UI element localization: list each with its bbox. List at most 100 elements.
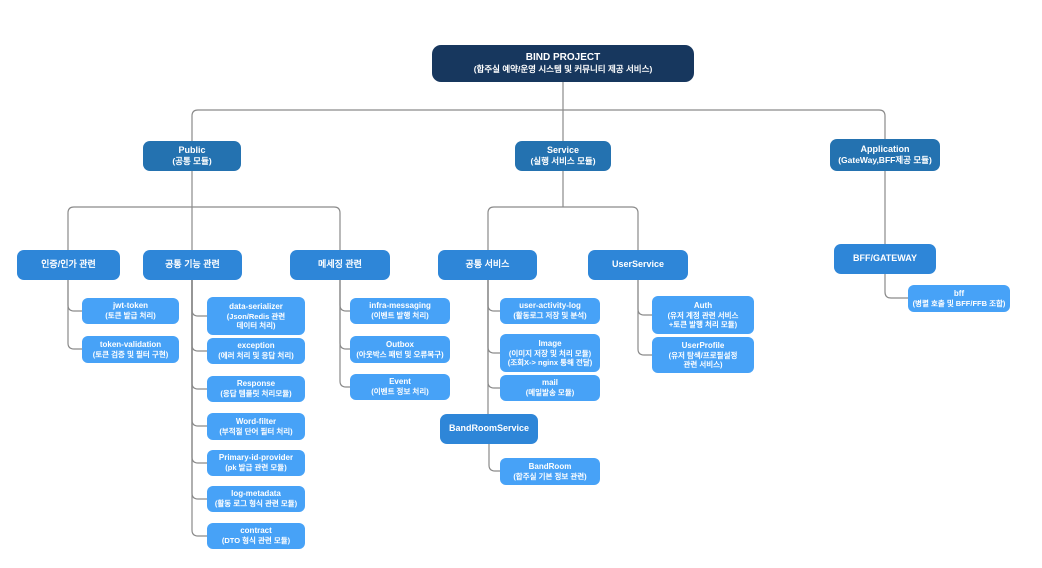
node-subtitle: (메일발송 모듈) bbox=[525, 388, 575, 398]
node-subtitle: (DTO 형식 관련 모듈) bbox=[221, 536, 291, 546]
node-messaging[interactable]: 메세징 관련 bbox=[290, 250, 390, 280]
node-event[interactable]: Event (이벤트 정보 처리) bbox=[350, 374, 450, 400]
edge-cf-primaryid bbox=[191, 280, 207, 464]
node-subtitle: (에러 처리 및 응답 처리) bbox=[218, 351, 294, 361]
edge-service-rail bbox=[487, 206, 639, 250]
node-image[interactable]: Image (이미지 저장 및 처리 모듈) (조회X-> nginx 통해 전… bbox=[500, 334, 600, 372]
edge-brs-bandroom bbox=[488, 444, 500, 472]
node-title: Public bbox=[178, 144, 206, 155]
node-subtitle: (이미지 저장 및 처리 모듈) (조회X-> nginx 통해 전달) bbox=[507, 348, 593, 367]
node-title: exception bbox=[237, 341, 275, 351]
node-band-room[interactable]: BandRoom (합주실 기본 정보 관련) bbox=[500, 458, 600, 485]
edge-cs-mail bbox=[487, 280, 500, 389]
node-outbox[interactable]: Outbox (아웃박스 패턴 및 오류복구) bbox=[350, 336, 450, 363]
node-log-metadata[interactable]: log-metadata (활동 로그 형식 관련 모듈) bbox=[207, 486, 305, 512]
node-subtitle: (병렬 호출 및 BFF/FFB 조합) bbox=[912, 298, 1006, 308]
node-title: infra-messaging bbox=[369, 301, 431, 311]
node-title: Response bbox=[236, 379, 276, 389]
node-title: Application bbox=[860, 143, 910, 154]
node-bind-project[interactable]: BIND PROJECT (합주실 예약/운영 시스템 및 커뮤니티 제공 서비… bbox=[432, 45, 694, 82]
node-subtitle: (이벤트 발행 처리) bbox=[371, 311, 429, 321]
node-primary-id-provider[interactable]: Primary-id-provider (pk 발급 관련 모듈) bbox=[207, 450, 305, 476]
node-auth[interactable]: Auth (유저 계정 관련 서비스 +토큰 발행 처리 모듈) bbox=[652, 296, 754, 334]
node-exception[interactable]: exception (에러 처리 및 응답 처리) bbox=[207, 338, 305, 364]
edge-cf-dataserializer bbox=[191, 280, 207, 317]
node-title: mail bbox=[541, 378, 558, 388]
node-subtitle: (활동로그 저장 및 분석) bbox=[513, 311, 587, 321]
node-title: UserProfile bbox=[681, 340, 725, 350]
node-title: 메세징 관련 bbox=[318, 259, 362, 270]
node-data-serializer[interactable]: data-serializer (Json/Redis 관련 데이터 처리) bbox=[207, 297, 305, 335]
node-subtitle: (유저 탐색/프로필설정 관련 서비스) bbox=[668, 350, 738, 369]
node-title: BandRoomService bbox=[448, 423, 530, 434]
node-mail[interactable]: mail (메일발송 모듈) bbox=[500, 375, 600, 401]
edge-auth-jwt bbox=[67, 280, 82, 312]
edge-us-auth bbox=[637, 280, 652, 316]
node-response[interactable]: Response (응답 템플릿 처리모듈) bbox=[207, 376, 305, 402]
node-title: Event bbox=[389, 377, 411, 387]
node-title: 공통 서비스 bbox=[465, 259, 510, 270]
node-auth-related[interactable]: 인증/인가 관련 bbox=[17, 250, 120, 280]
node-title: 공통 기능 관련 bbox=[165, 259, 220, 270]
node-subtitle: (유저 계정 관련 서비스 +토큰 발행 처리 모듈) bbox=[667, 310, 739, 329]
node-title: contract bbox=[240, 526, 272, 536]
node-subtitle: (응답 템플릿 처리모듈) bbox=[220, 389, 292, 399]
node-title: bff bbox=[953, 288, 965, 298]
edge-root-rail bbox=[191, 109, 886, 141]
edge-cs-image bbox=[487, 280, 500, 354]
node-title: jwt-token bbox=[112, 301, 149, 311]
edge-public-rail bbox=[67, 206, 341, 250]
node-subtitle: (합주실 기본 정보 관련) bbox=[513, 471, 587, 481]
node-subtitle: (공통 모듈) bbox=[172, 156, 212, 167]
node-word-filter[interactable]: Word-filter (부적절 단어 필터 처리) bbox=[207, 413, 305, 440]
node-user-service[interactable]: UserService bbox=[588, 250, 688, 280]
node-title: Outbox bbox=[386, 339, 414, 349]
node-common-func[interactable]: 공통 기능 관련 bbox=[143, 250, 242, 280]
node-bff-gateway[interactable]: BFF/GATEWAY bbox=[834, 244, 936, 274]
node-title: UserService bbox=[611, 259, 665, 270]
edge-msg-event bbox=[339, 280, 350, 388]
node-subtitle: (Json/Redis 관련 데이터 처리) bbox=[226, 311, 286, 330]
node-subtitle: (활동 로그 형식 관련 모듈) bbox=[214, 499, 298, 509]
node-subtitle: (이벤트 정보 처리) bbox=[371, 387, 429, 397]
node-title: user-activity-log bbox=[519, 301, 581, 311]
node-public[interactable]: Public (공통 모듈) bbox=[143, 141, 241, 171]
edge-cf-response bbox=[191, 280, 207, 390]
node-title: token-validation bbox=[99, 339, 162, 349]
node-infra-messaging[interactable]: infra-messaging (이벤트 발행 처리) bbox=[350, 298, 450, 324]
edge-msg-inframessaging bbox=[339, 280, 350, 312]
edge-msg-outbox bbox=[339, 280, 350, 350]
node-subtitle: (아웃박스 패턴 및 오류복구) bbox=[356, 349, 444, 359]
node-title: Service bbox=[546, 144, 580, 155]
node-subtitle: (토큰 검증 및 필터 구현) bbox=[92, 349, 169, 359]
node-title: Primary-id-provider bbox=[218, 453, 294, 463]
edge-cf-wordfilter bbox=[191, 280, 207, 427]
node-title: BandRoom bbox=[528, 461, 572, 471]
node-common-service[interactable]: 공통 서비스 bbox=[438, 250, 537, 280]
node-title: data-serializer bbox=[229, 301, 283, 311]
node-subtitle: (합주실 예약/운영 시스템 및 커뮤니티 제공 서비스) bbox=[473, 64, 653, 75]
node-subtitle: (GateWay,BFF제공 모듈) bbox=[838, 155, 932, 166]
edge-cs-useractivitylog bbox=[487, 280, 500, 312]
node-application[interactable]: Application (GateWay,BFF제공 모듈) bbox=[830, 139, 940, 171]
node-contract[interactable]: contract (DTO 형식 관련 모듈) bbox=[207, 523, 305, 549]
node-token-validation[interactable]: token-validation (토큰 검증 및 필터 구현) bbox=[82, 336, 179, 363]
node-user-profile[interactable]: UserProfile (유저 탐색/프로필설정 관련 서비스) bbox=[652, 337, 754, 373]
node-title: BIND PROJECT bbox=[525, 52, 601, 64]
node-service[interactable]: Service (실행 서비스 모듈) bbox=[515, 141, 611, 171]
node-title: log-metadata bbox=[231, 489, 281, 499]
node-subtitle: (실행 서비스 모듈) bbox=[530, 156, 596, 167]
node-title: Image bbox=[538, 338, 562, 348]
node-user-activity-log[interactable]: user-activity-log (활동로그 저장 및 분석) bbox=[500, 298, 600, 324]
node-title: BFF/GATEWAY bbox=[852, 253, 917, 264]
node-title: Auth bbox=[693, 300, 713, 310]
node-bff[interactable]: bff (병렬 호출 및 BFF/FFB 조합) bbox=[908, 285, 1010, 312]
edge-bffgw-bff bbox=[884, 274, 908, 299]
node-subtitle: (pk 발급 관련 모듈) bbox=[225, 463, 287, 473]
edge-cf-contract bbox=[191, 280, 207, 537]
edge-us-userprofile bbox=[637, 280, 652, 356]
node-band-room-service[interactable]: BandRoomService bbox=[440, 414, 538, 444]
node-jwt-token[interactable]: jwt-token (토큰 발급 처리) bbox=[82, 298, 179, 324]
node-subtitle: (부적절 단어 필터 처리) bbox=[219, 426, 293, 436]
